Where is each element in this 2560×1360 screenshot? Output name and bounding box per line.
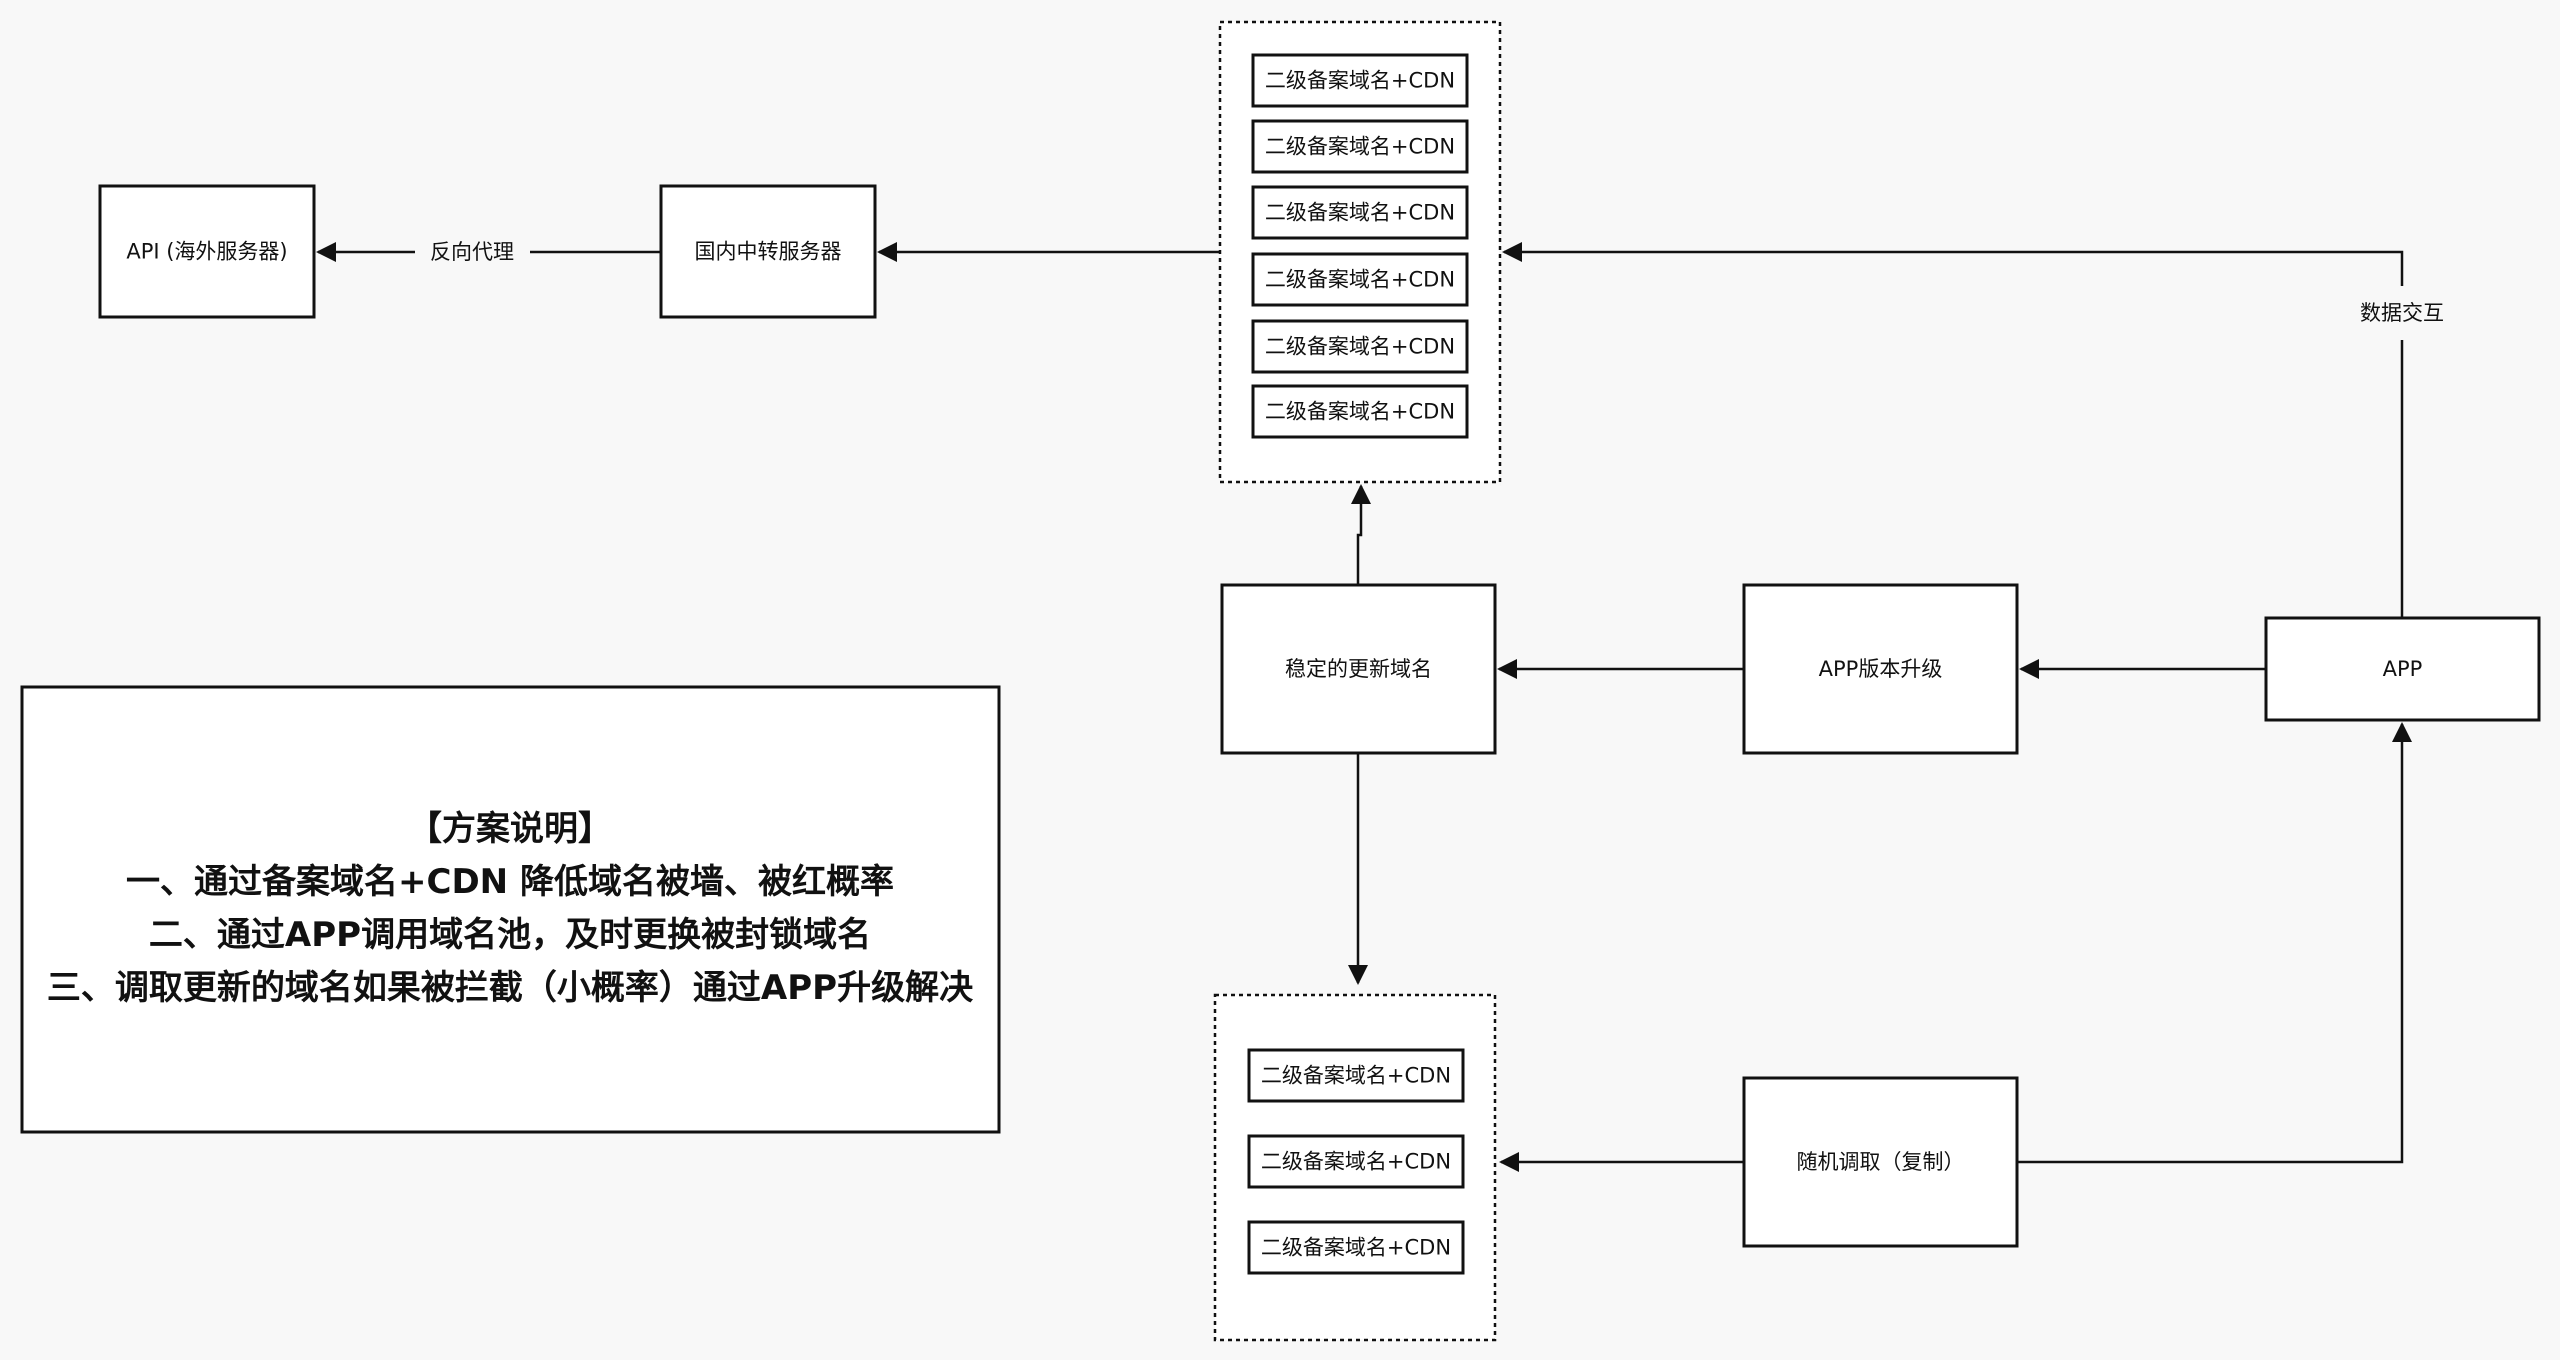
scheme-note-box: 【方案说明】 一、通过备案域名+CDN 降低域名被墙、被红概率 二、通过APP调… [20,685,1001,1134]
stable-update-domain-label: 稳定的更新域名 [1285,657,1432,681]
top-domain-pool-item: 二级备案域名+CDN [1251,319,1469,374]
top-domain-pool-item-label: 二级备案域名+CDN [1265,201,1455,225]
top-domain-pool-item: 二级备案域名+CDN [1251,384,1469,439]
data-exchange-arrow [1502,242,2404,286]
top-domain-pool-item: 二级备案域名+CDN [1251,252,1469,307]
top-domain-pool-item: 二级备案域名+CDN [1251,185,1469,240]
bottom-domain-pool-item: 二级备案域名+CDN [1247,1134,1465,1189]
app-version-upgrade-label: APP版本升级 [1819,657,1943,681]
top-domain-pool-item-label: 二级备案域名+CDN [1265,268,1455,292]
scheme-note-line: 二、通过APP调用域名池，及时更换被封锁域名 [149,915,871,955]
app-version-upgrade-node: APP版本升级 [1742,583,2019,755]
bottom-domain-pool-item-label: 二级备案域名+CDN [1261,1064,1451,1088]
scheme-note-title: 【方案说明】 [408,809,612,849]
reverse-proxy-label: 反向代理 [430,240,514,264]
random-pick-node: 随机调取（复制） [1742,1076,2019,1248]
top-domain-pool-item-label: 二级备案域名+CDN [1265,335,1455,359]
api-overseas-server-label: API (海外服务器) [126,240,287,264]
top-domain-pool-item-label: 二级备案域名+CDN [1265,135,1455,159]
stable-update-domain-node: 稳定的更新域名 [1220,583,1497,755]
app-label: APP [2383,657,2423,681]
bottom-domain-pool-item: 二级备案域名+CDN [1247,1048,1465,1103]
scheme-note-line: 一、通过备案域名+CDN 降低域名被墙、被红概率 [126,862,894,902]
domestic-relay-server-label: 国内中转服务器 [695,240,842,264]
top-domain-pool-item-label: 二级备案域名+CDN [1265,400,1455,424]
random-pick-label: 随机调取（复制） [1797,1150,1965,1174]
top-domain-pool-item-label: 二级备案域名+CDN [1265,69,1455,93]
scheme-note-line: 三、调取更新的域名如果被拦截（小概率）通过APP升级解决 [47,968,973,1008]
bottom-domain-pool-item-label: 二级备案域名+CDN [1261,1236,1451,1260]
bottom-domain-pool-item-label: 二级备案域名+CDN [1261,1150,1451,1174]
top-domain-pool-item: 二级备案域名+CDN [1251,53,1469,108]
bottom-domain-pool-item: 二级备案域名+CDN [1247,1220,1465,1275]
domestic-relay-server-node: 国内中转服务器 [659,184,877,319]
api-overseas-server-node: API (海外服务器) [98,184,316,319]
data-exchange-label: 数据交互 [2360,301,2444,325]
stable-domain-to-top-pool-arrow [1351,484,1371,585]
top-domain-pool-item: 二级备案域名+CDN [1251,119,1469,174]
app-node: APP [2264,616,2541,722]
random-pick-to-app-arrow [2017,722,2412,1164]
